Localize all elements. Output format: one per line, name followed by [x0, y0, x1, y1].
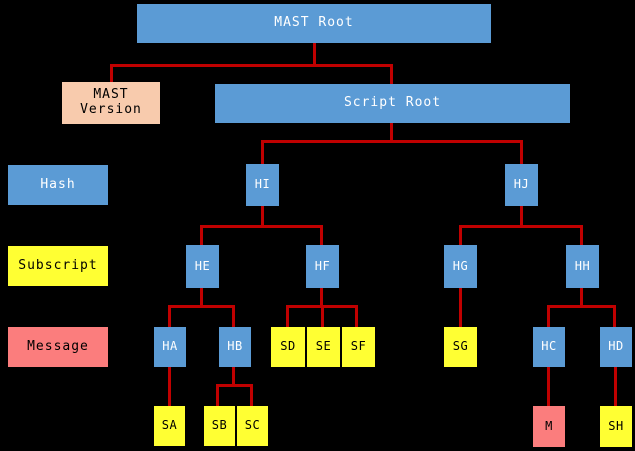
edge-hj-to-hg: [459, 225, 462, 246]
edge-hj-to-hh: [580, 225, 583, 246]
edge-scriptroot-to-hj: [520, 140, 523, 165]
edge-hf-to-sd: [286, 305, 289, 328]
edge-hi-to-hf: [320, 225, 323, 246]
legend-item-hash: Hash: [8, 165, 108, 205]
legend-item-subscript: Subscript: [8, 246, 108, 286]
edge-mastroot-bar-right: [313, 64, 393, 67]
edge-ha-to-sa: [168, 367, 171, 406]
edge-hh-to-hd: [613, 305, 616, 328]
edge-hi-bar: [200, 225, 322, 228]
node-se: SE: [307, 327, 340, 367]
edge-hd-to-sh: [614, 367, 617, 407]
node-script-root: Script Root: [215, 84, 570, 123]
edge-hh-stem: [580, 288, 583, 307]
edge-hj-stem: [520, 205, 523, 227]
edge-mastroot-bar: [110, 64, 316, 67]
edge-to-mastversion: [110, 64, 113, 83]
node-hb: HB: [219, 327, 251, 367]
edge-hf-stem: [320, 288, 323, 307]
node-sf: SF: [342, 327, 375, 367]
edge-hc-to-m: [547, 367, 550, 407]
edge-he-stem: [200, 288, 203, 307]
node-sb: SB: [204, 406, 235, 446]
node-hh: HH: [566, 245, 599, 288]
node-mast-version: MAST Version: [62, 82, 160, 124]
edge-scriptroot-bar: [261, 140, 523, 143]
node-sh: SH: [600, 406, 632, 447]
node-sc: SC: [237, 406, 268, 446]
legend-item-message: Message: [8, 327, 108, 367]
node-hd: HD: [600, 327, 632, 367]
edge-hg-to-sg: [459, 288, 462, 328]
edge-scriptroot-stem: [390, 122, 393, 142]
edge-to-scriptroot: [390, 64, 393, 84]
edge-mastroot-stem: [313, 42, 316, 66]
node-mast-root: MAST Root: [137, 4, 491, 43]
node-hf: HF: [306, 245, 339, 288]
edge-hf-to-se: [321, 305, 324, 328]
node-sa: SA: [154, 406, 185, 446]
edge-he-to-ha: [168, 305, 171, 328]
node-hg: HG: [444, 245, 477, 288]
node-sg: SG: [444, 327, 477, 367]
edge-he-bar: [168, 305, 234, 308]
node-hc: HC: [533, 327, 565, 367]
edge-hh-to-hc: [547, 305, 550, 328]
edge-hf-to-sf: [355, 305, 358, 328]
edge-scriptroot-to-hi: [261, 140, 264, 165]
edge-hh-bar: [547, 305, 615, 308]
edge-hb-stem: [232, 367, 235, 386]
edge-hb-to-sb: [216, 384, 219, 406]
node-hi: HI: [246, 164, 279, 206]
edge-hi-to-he: [200, 225, 203, 246]
node-he: HE: [186, 245, 219, 288]
edge-hb-bar: [216, 384, 253, 387]
node-hj: HJ: [505, 164, 538, 206]
edge-he-to-hb: [232, 305, 235, 328]
node-ha: HA: [154, 327, 186, 367]
edge-hb-to-sc: [250, 384, 253, 406]
node-sd: SD: [271, 327, 305, 367]
edge-hi-stem: [261, 205, 264, 227]
edge-hj-bar: [459, 225, 581, 228]
node-m: M: [533, 406, 565, 447]
